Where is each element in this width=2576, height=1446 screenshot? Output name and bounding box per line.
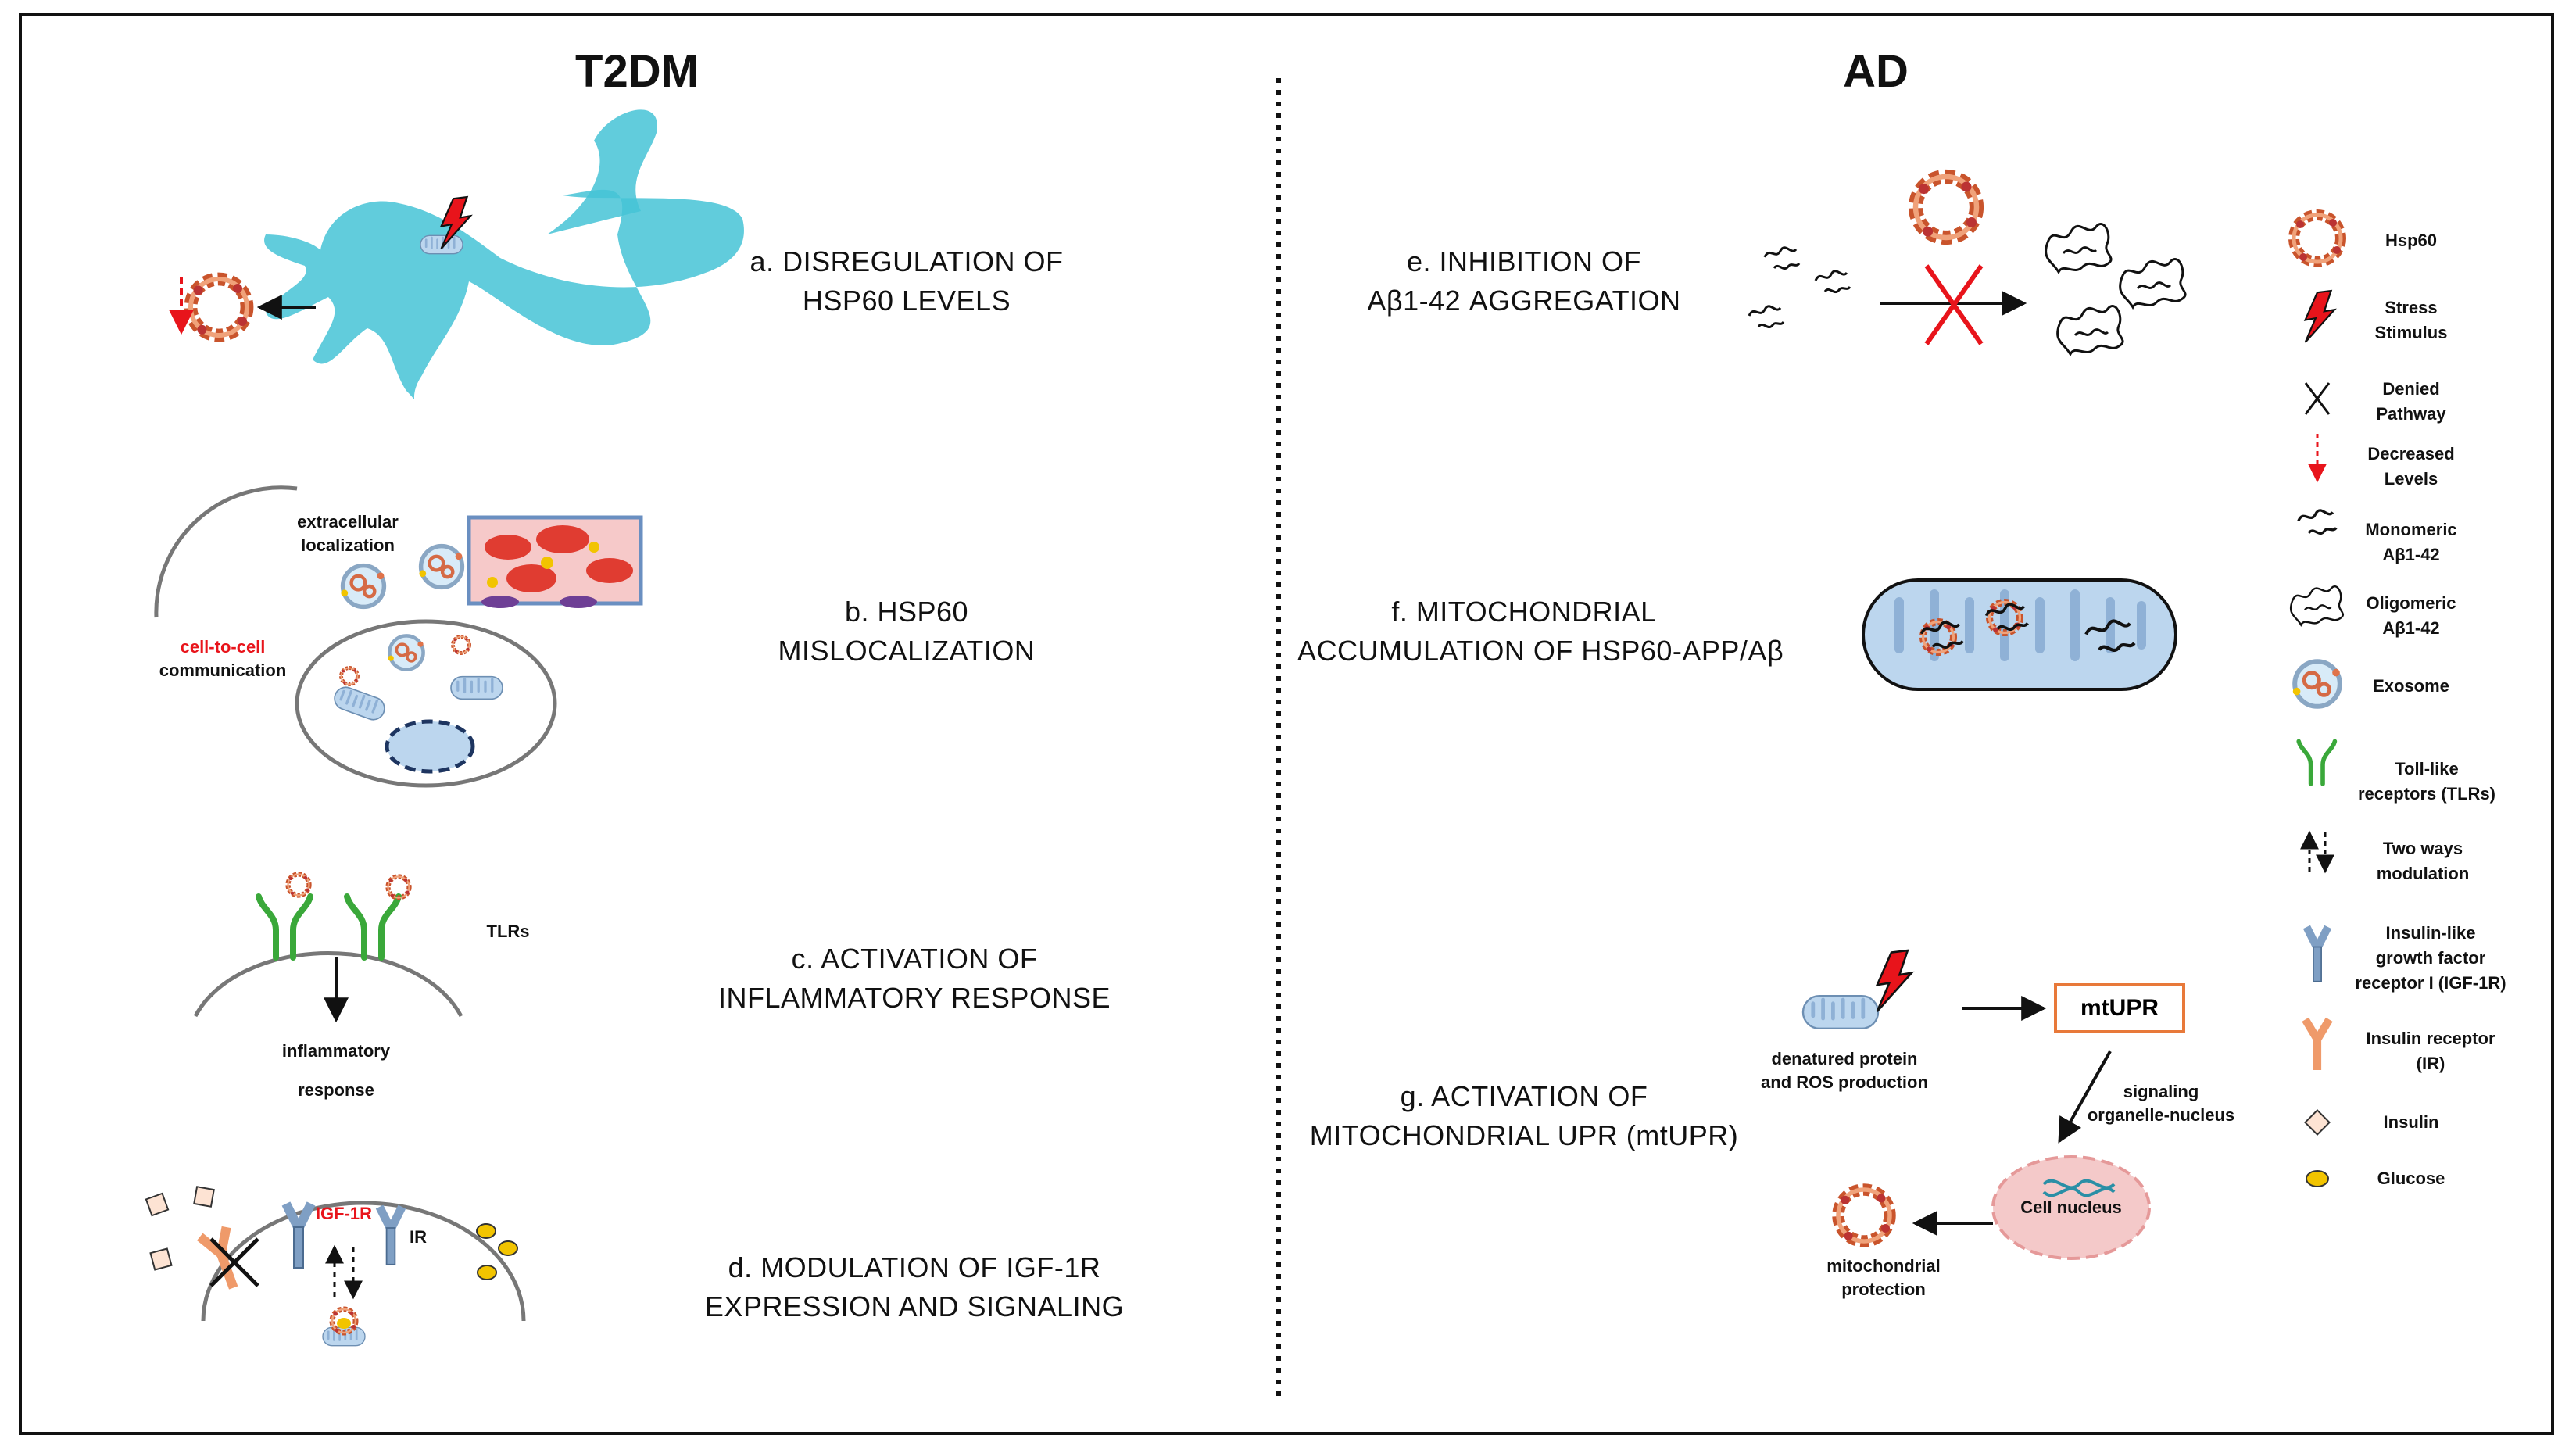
igf1r-label: IGF-1R (315, 1204, 373, 1223)
mitochondrion-large (1862, 578, 2177, 691)
signaling-arrow (2058, 1050, 2112, 1144)
denied-cross-d (209, 1237, 259, 1287)
membrane-c (193, 950, 463, 1018)
legend-glucose-icon (2306, 1170, 2329, 1187)
cell-membrane-arc (154, 485, 298, 618)
cell-to-cell-label: cell-to-cell (180, 637, 266, 657)
nucleus-label: Cell nucleus (2020, 1197, 2122, 1217)
nucleus-b (385, 719, 475, 774)
figure-frame (19, 13, 2554, 1435)
legend-insulin-icon (2304, 1109, 2331, 1136)
denied-cross-e (1924, 264, 1984, 345)
legend-hsp60: Hsp60 (2385, 231, 2438, 250)
mtupr-box: mtUPR (2054, 983, 2185, 1033)
legend-insulin: Insulin (2383, 1112, 2439, 1132)
blood-vessel (467, 515, 643, 608)
t2dm-heading: T2DM (575, 46, 699, 97)
dna-icon (2042, 1179, 2116, 1197)
cell-nucleus (1991, 1155, 2151, 1260)
legend-exosome: Exosome (2373, 676, 2449, 696)
ir-label: IR (410, 1227, 427, 1247)
legend-glucose: Glucose (2377, 1169, 2445, 1188)
cell-body-b (295, 619, 557, 788)
ad-heading: AD (1843, 46, 1909, 97)
communication-label: communication (159, 660, 287, 680)
neuron-illustration (264, 109, 744, 399)
legend-denied-icon (2304, 382, 2331, 415)
legend-ir: Insulin receptor(IR) (2366, 1029, 2496, 1073)
tlrs-label: TLRs (486, 922, 530, 941)
